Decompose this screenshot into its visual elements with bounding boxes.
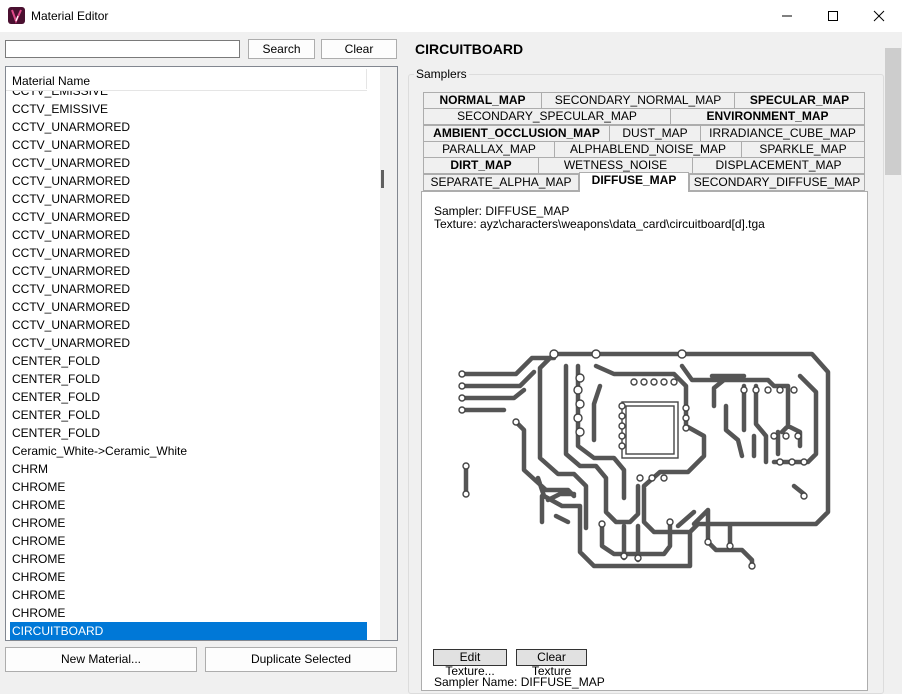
tab-secondary-normal-map[interactable]: SECONDARY_NORMAL_MAP [541,92,735,109]
list-item[interactable]: CHRM [12,462,48,476]
tab-sparkle-map[interactable]: SPARKLE_MAP [741,141,865,158]
texture-path-label: Texture: ayz\characters\weapons\data_car… [434,217,765,231]
list-item[interactable]: CHROME [12,534,66,548]
samplers-label: Samplers [414,67,469,81]
material-list-scrollbar[interactable] [380,67,397,640]
tab-parallax-map[interactable]: PARALLAX_MAP [423,141,555,158]
editor-scroll-thumb[interactable] [885,48,901,175]
list-item[interactable]: CCTV_UNARMORED [12,318,131,332]
tab-secondary-specular-map[interactable]: SECONDARY_SPECULAR_MAP [423,108,671,125]
list-item[interactable]: CCTV_UNARMORED [12,174,131,188]
list-item[interactable]: CHROME [12,570,66,584]
list-item[interactable]: CHROME [12,588,66,602]
search-button[interactable]: Search [248,39,315,59]
search-input[interactable] [5,40,240,58]
list-item[interactable]: CCTV_UNARMORED [12,156,131,170]
title-bar: Material Editor [0,0,902,32]
list-item[interactable]: CCTV_UNARMORED [12,120,131,134]
tab-environment-map[interactable]: ENVIRONMENT_MAP [670,108,865,125]
list-item[interactable]: CCTV_UNARMORED [12,210,131,224]
tab-secondary-diffuse-map[interactable]: SECONDARY_DIFFUSE_MAP [689,174,865,191]
list-item[interactable]: CENTER_FOLD [12,354,101,368]
list-item[interactable]: CENTER_FOLD [12,426,101,440]
list-item[interactable]: CHROME [12,498,66,512]
list-item[interactable]: CENTER_FOLD [12,390,101,404]
list-item[interactable]: CCTV_UNARMORED [12,300,131,314]
list-item[interactable]: CCTV_EMISSIVE [12,102,109,116]
clear-button[interactable]: Clear [321,39,397,59]
duplicate-selected-button[interactable]: Duplicate Selected [205,647,397,672]
new-material-button[interactable]: New Material... [5,647,197,672]
column-header-separator[interactable] [366,69,367,89]
sampler-label: Sampler: DIFFUSE_MAP [434,204,570,218]
list-item[interactable]: CHROME [12,480,66,494]
minimize-icon [782,15,792,17]
app-logo-icon [8,7,25,24]
tab-diffuse-map[interactable]: DIFFUSE_MAP [579,172,689,192]
list-item[interactable]: CCTV_UNARMORED [12,336,131,350]
tab-dust-map[interactable]: DUST_MAP [609,125,701,142]
list-item[interactable]: CCTV_UNARMORED [12,192,131,206]
list-item[interactable]: CCTV_UNARMORED [12,138,131,152]
list-item[interactable]: Ceramic_White->Ceramic_White [12,444,188,458]
tab-ambient-occlusion-map[interactable]: AMBIENT_OCCLUSION_MAP [423,125,610,142]
tab-dirt-map[interactable]: DIRT_MAP [423,157,539,174]
close-button[interactable] [856,0,902,32]
column-header-material-name[interactable]: Material Name [6,67,367,91]
list-item[interactable]: CENTER_FOLD [12,372,101,386]
circuitboard-texture-preview [458,349,831,570]
edit-texture-button[interactable]: Edit Texture... [433,649,507,678]
minimize-button[interactable] [764,0,810,32]
list-item[interactable]: CCTV_UNARMORED [12,282,131,296]
maximize-button[interactable] [810,0,856,32]
editor-scrollbar[interactable] [884,44,902,682]
material-list-scroll-thumb[interactable] [381,170,384,188]
list-item[interactable]: CCTV_UNARMORED [12,246,131,260]
tab-specular-map[interactable]: SPECULAR_MAP [734,92,865,109]
close-icon [873,10,885,22]
list-item[interactable]: CHROME [12,552,66,566]
window-title: Material Editor [31,9,109,23]
maximize-icon [828,11,838,21]
list-item[interactable]: CCTV_UNARMORED [12,264,131,278]
material-title: CIRCUITBOARD [415,41,524,57]
tab-irradiance-cube-map[interactable]: IRRADIANCE_CUBE_MAP [700,125,865,142]
tab-separate-alpha-map[interactable]: SEPARATE_ALPHA_MAP [423,174,579,191]
clear-texture-button[interactable]: Clear Texture [516,649,587,678]
list-item[interactable]: CCTV_UNARMORED [12,228,131,242]
tab-alphablend-noise-map[interactable]: ALPHABLEND_NOISE_MAP [554,141,742,158]
tab-displacement-map[interactable]: DISPLACEMENT_MAP [692,157,865,174]
list-item[interactable]: CHROME [12,516,66,530]
sampler-name-label: Sampler Name: DIFFUSE_MAP [434,675,605,689]
list-item[interactable]: CENTER_FOLD [12,408,101,422]
list-item[interactable]: CHROME [12,606,66,620]
list-item[interactable]: CIRCUITBOARD [10,622,367,640]
tab-normal-map[interactable]: NORMAL_MAP [423,92,542,109]
